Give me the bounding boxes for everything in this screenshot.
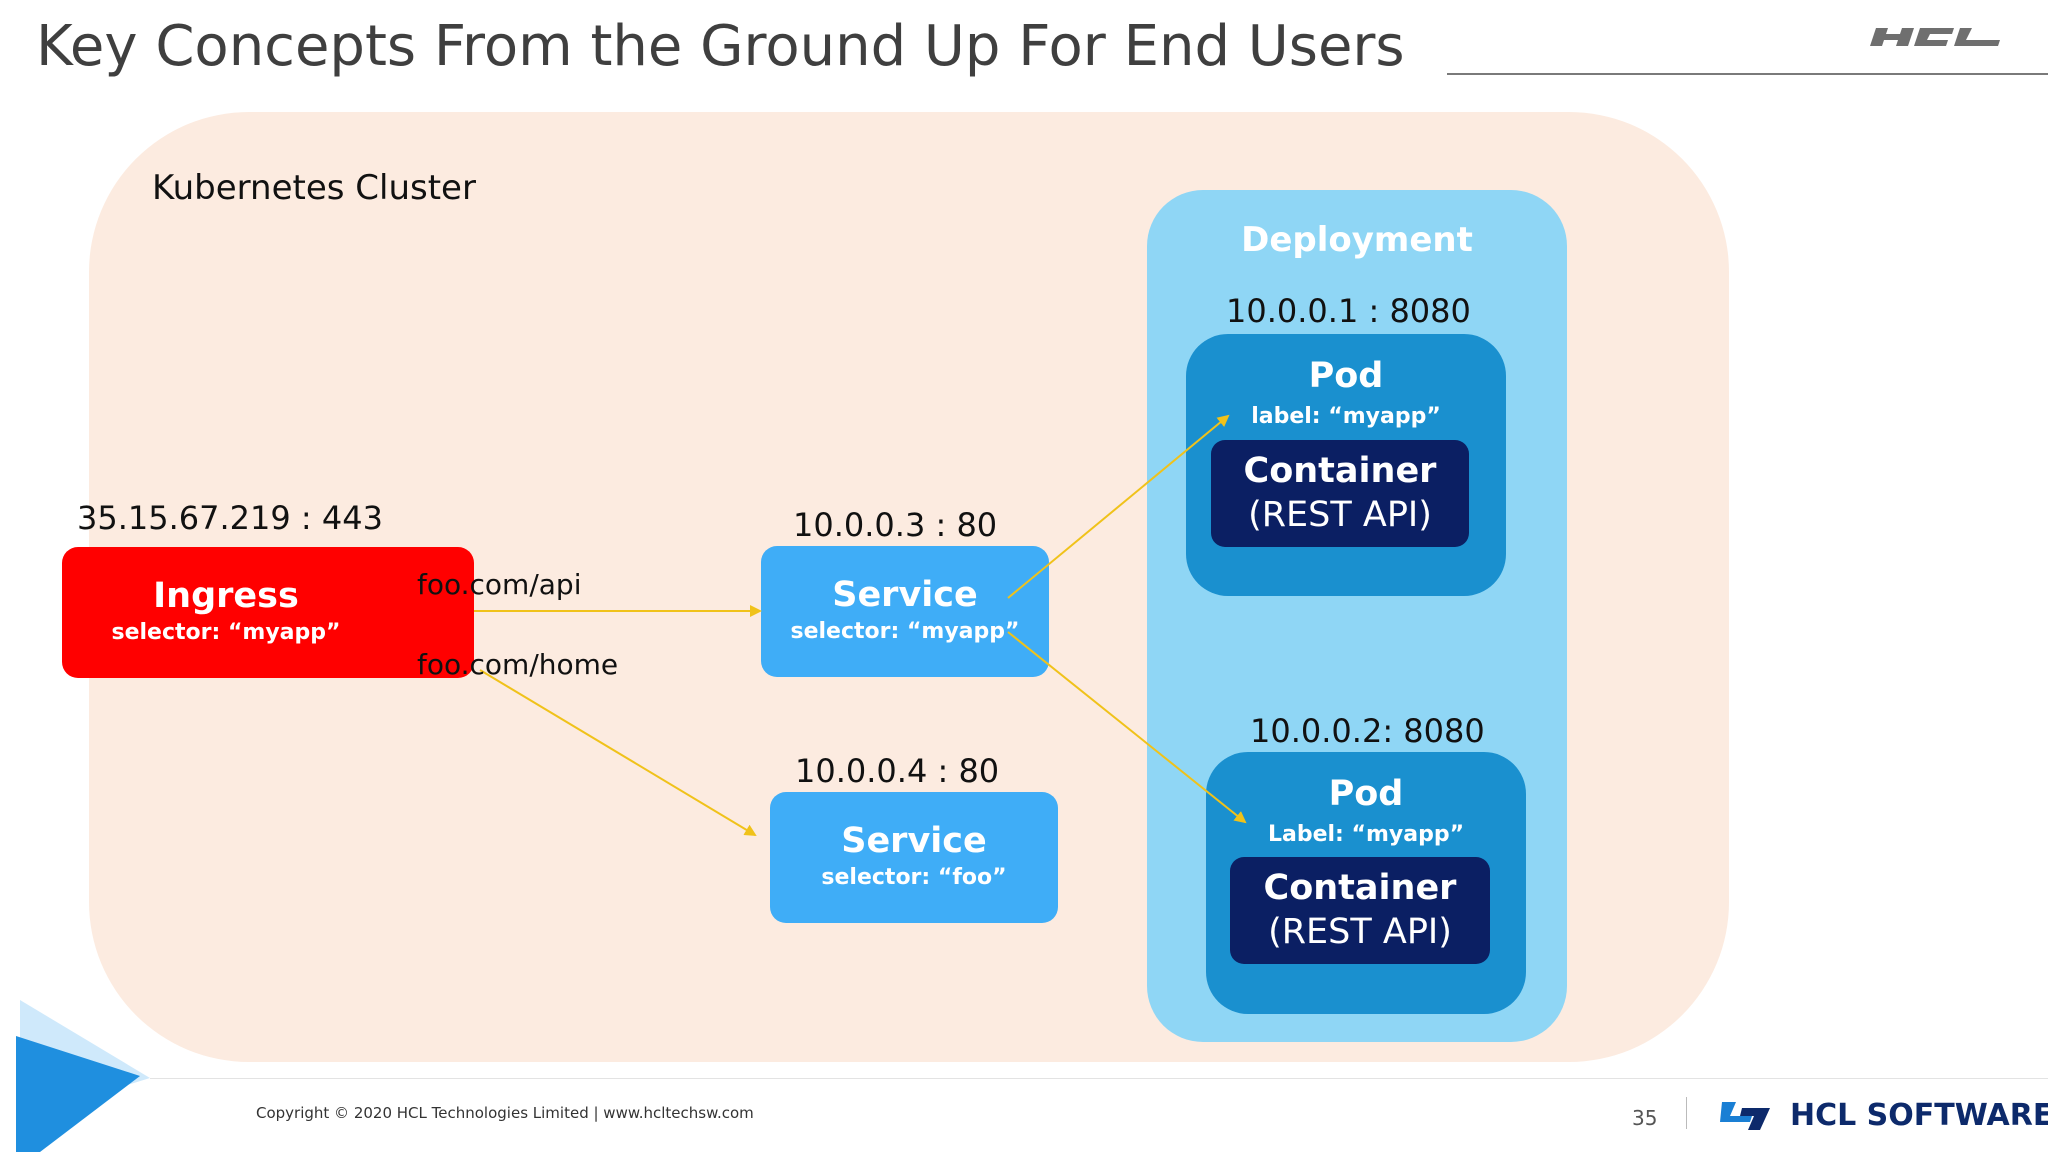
service-foo-selector: selector: “foo”: [821, 865, 1007, 891]
container2-name: Container: [1263, 867, 1457, 908]
service-myapp-selector: selector: “myapp”: [790, 619, 1020, 645]
ingress-ip: 35.15.67.219 : 443: [77, 499, 383, 537]
service-myapp-ip: 10.0.0.3 : 80: [793, 506, 998, 544]
deployment-label: Deployment: [1241, 220, 1473, 260]
arrow-service-to-pod1: [1007, 414, 1230, 599]
pod2-label: Label: “myapp”: [1267, 822, 1465, 847]
service-myapp-box: Service selector: “myapp”: [761, 546, 1049, 677]
container1-sub: (REST API): [1248, 494, 1432, 535]
header-divider: [1447, 73, 2048, 75]
pod2-container: Container (REST API): [1230, 857, 1490, 964]
play-triangle-icon: [16, 1000, 150, 1152]
page-title: Key Concepts From the Ground Up For End …: [36, 14, 1405, 79]
service-foo-name: Service: [841, 820, 987, 861]
ingress-name: Ingress: [153, 575, 299, 616]
pod1-container: Container (REST API): [1211, 440, 1469, 547]
pod1-label: label: “myapp”: [1251, 404, 1441, 429]
copyright-text: Copyright © 2020 HCL Technologies Limite…: [256, 1104, 754, 1122]
pod1-ip: 10.0.0.1 : 8080: [1226, 292, 1471, 330]
path-api-label: foo.com/api: [417, 568, 582, 601]
hcl-software-logo-icon: [1720, 1102, 1770, 1130]
service-myapp-name: Service: [832, 574, 978, 615]
container1-name: Container: [1243, 450, 1437, 491]
pod2-ip: 10.0.0.2: 8080: [1250, 712, 1485, 750]
arrow-ingress-to-service-foo: [479, 669, 757, 837]
arrow-service-to-pod2: [1007, 631, 1247, 824]
cluster-label: Kubernetes Cluster: [152, 168, 476, 208]
pod2-name: Pod: [1328, 774, 1404, 814]
ingress-box: Ingress selector: “myapp”: [62, 547, 474, 678]
service-foo-ip: 10.0.0.4 : 80: [795, 752, 1000, 790]
footer-vertical-divider: [1686, 1097, 1687, 1129]
footer-divider: [150, 1078, 2048, 1079]
page-number: 35: [1632, 1106, 1658, 1130]
container2-sub: (REST API): [1268, 911, 1452, 952]
pod1-name: Pod: [1308, 356, 1384, 396]
brand-name: HCL SOFTWARE: [1790, 1098, 2048, 1133]
path-home-label: foo.com/home: [417, 648, 619, 681]
service-foo-box: Service selector: “foo”: [770, 792, 1058, 923]
ingress-selector: selector: “myapp”: [111, 620, 341, 646]
hcl-logo-icon: [1870, 28, 2000, 46]
